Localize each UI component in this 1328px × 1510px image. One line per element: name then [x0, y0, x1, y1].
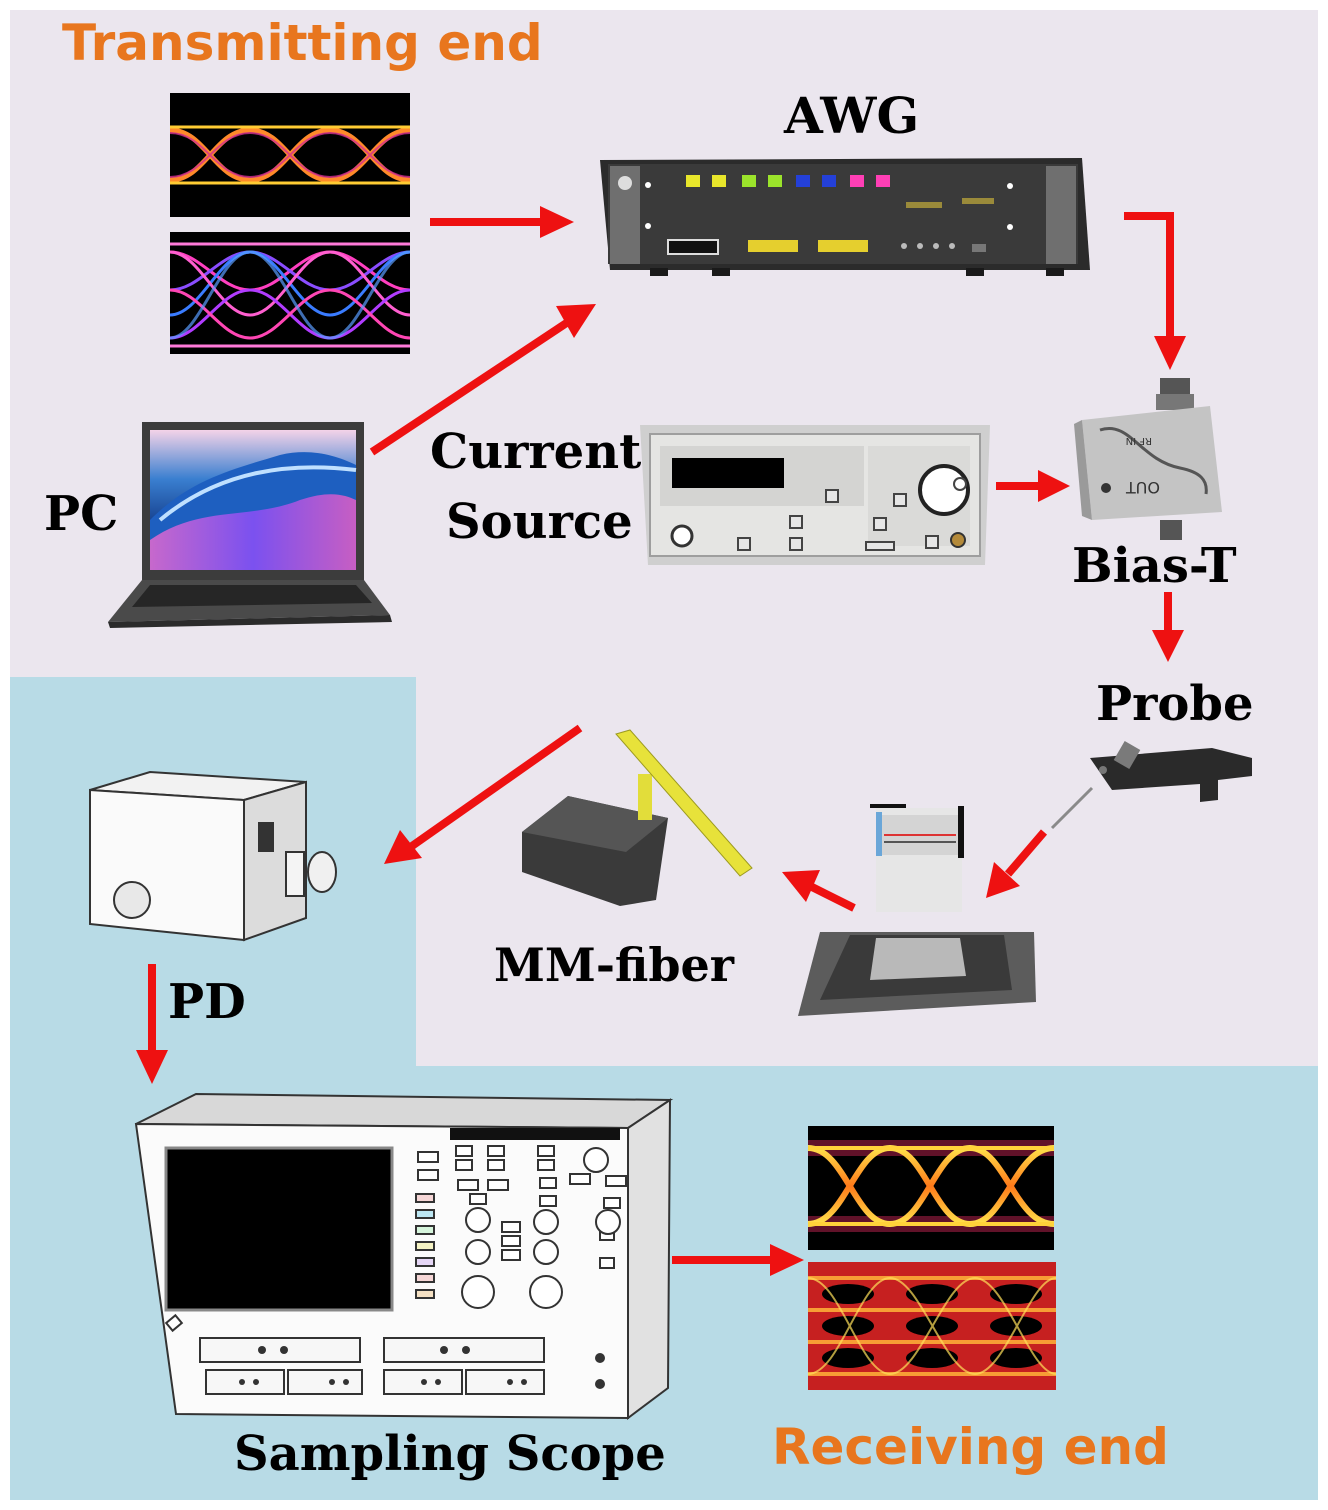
arrow-probe-to-chip	[986, 829, 1048, 898]
photodetector	[89, 770, 337, 942]
eye-diagram-pam4	[169, 232, 411, 354]
current-source-label-line1: Current	[430, 424, 642, 480]
rx-eye-diagram-nrz	[807, 1126, 1055, 1250]
signal-arrows	[136, 206, 1186, 1276]
mm-fiber-label: MM-fiber	[494, 938, 735, 992]
svg-text:RF IN: RF IN	[1126, 435, 1152, 446]
arrow-eye-to-awg	[430, 206, 574, 238]
rx-eye-diagram-pam4	[807, 1262, 1057, 1390]
current-source-instrument	[640, 425, 990, 565]
transmitting-end-label: Transmitting end	[62, 14, 543, 72]
awg-label: AWG	[784, 86, 920, 145]
arrow-scope-to-eye	[672, 1244, 804, 1276]
probe-label: Probe	[1096, 676, 1254, 732]
arrow-pc-to-awg	[369, 304, 596, 456]
mm-fiber	[522, 729, 753, 906]
arrow-source-to-biast	[996, 470, 1070, 502]
bias-t-label: Bias-T	[1072, 538, 1237, 594]
arrow-pd-to-scope	[136, 964, 168, 1084]
awg-connectors	[686, 175, 890, 187]
pc-label: PC	[44, 486, 119, 542]
sampling-scope-label: Sampling Scope	[234, 1426, 666, 1482]
arrow-biast-to-probe	[1152, 592, 1184, 662]
arrow-fiber-to-pd	[384, 724, 583, 864]
svg-text:OUT: OUT	[1126, 478, 1160, 497]
arrow-awg-to-biast	[1124, 212, 1186, 370]
sampling-scope	[134, 1092, 674, 1420]
receiving-end-label: Receiving end	[772, 1418, 1169, 1476]
pd-label: PD	[168, 974, 246, 1030]
laptop	[108, 422, 392, 628]
vcsel-chip	[798, 804, 1036, 1016]
probe	[1050, 740, 1252, 830]
bias-t: RF IN OUT	[1074, 378, 1222, 540]
current-source-label-line2: Source	[446, 494, 633, 550]
eye-diagram-nrz	[169, 93, 411, 217]
awg-instrument	[600, 158, 1090, 276]
arrow-chip-to-fiber	[782, 870, 856, 912]
